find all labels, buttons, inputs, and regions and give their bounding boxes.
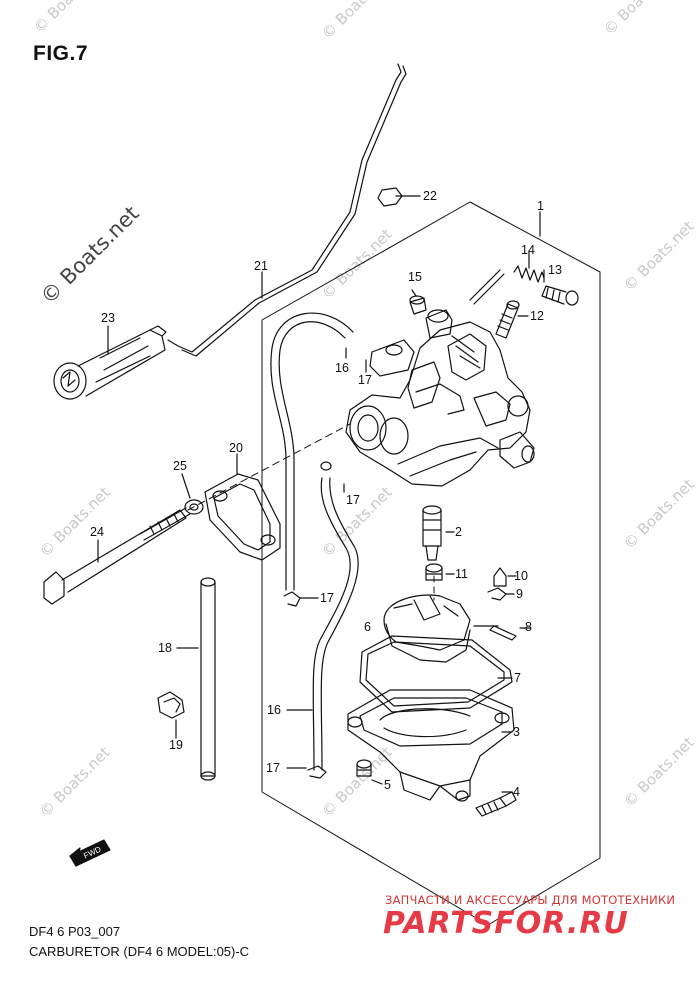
- part-label: 21: [254, 259, 268, 273]
- part-label: 1: [537, 199, 544, 213]
- figure-code: DF4 6 P03_007: [29, 924, 121, 939]
- part-label: 4: [513, 785, 520, 799]
- part-label: 13: [548, 263, 562, 277]
- part-label: 12: [530, 309, 544, 323]
- part-label: 2: [455, 525, 462, 539]
- figure-title: FIG.7: [33, 42, 89, 65]
- adjust-screw: [541, 285, 579, 306]
- chamber-screw: [356, 759, 372, 777]
- float-valve: [493, 567, 507, 587]
- carburetor-body: [345, 269, 535, 487]
- fuel-hose-upper: [278, 321, 346, 591]
- tube: [200, 577, 216, 781]
- float-pin: [489, 625, 517, 641]
- gasket: [204, 473, 281, 561]
- part-labels: 1 2 3 4 5 6 7 8 9 10 11 12 13 14 15 16 1…: [82, 189, 562, 861]
- spring: [513, 265, 545, 283]
- drain-screw: [475, 791, 517, 817]
- part-label: 17: [266, 761, 280, 775]
- float-chamber: [347, 689, 515, 802]
- float-chamber-gasket: [359, 635, 513, 713]
- choke-knob: [53, 325, 167, 400]
- part-label: 15: [408, 270, 422, 284]
- assembly-box: [261, 201, 601, 926]
- hose-clip: [157, 691, 185, 719]
- part-label: 16: [335, 361, 349, 375]
- part-label: 25: [173, 459, 187, 473]
- idle-screw: [495, 300, 520, 339]
- part-label: 24: [90, 525, 104, 539]
- part-label: 8: [525, 620, 532, 634]
- washer: [184, 499, 204, 515]
- main-jet: [422, 505, 442, 561]
- part-label: 18: [158, 641, 172, 655]
- fuel-hose-lower: [312, 477, 351, 771]
- promo-line: ЗАПЧАСТИ И АКСЕССУАРЫ ДЛЯ МОТОТЕХНИКИ: [385, 893, 676, 907]
- part-label: 7: [514, 671, 521, 685]
- choke-rod: [167, 63, 402, 353]
- part-label: 17: [346, 493, 360, 507]
- part-label: 14: [521, 243, 535, 257]
- part-label: 3: [513, 725, 520, 739]
- valve-clip: [487, 587, 507, 601]
- part-label: 23: [101, 311, 115, 325]
- figure-caption: CARBURETOR (DF4 6 MODEL:05)-C: [29, 944, 250, 959]
- plug: [409, 297, 427, 315]
- float: [383, 594, 471, 663]
- part-label: 9: [516, 587, 523, 601]
- part-label: 5: [384, 778, 391, 792]
- part-label: 11: [455, 567, 468, 581]
- part-label: 22: [423, 189, 437, 203]
- fwd-arrow-icon: [69, 839, 111, 867]
- part-label: 17: [358, 373, 372, 387]
- promo-brand[interactable]: PARTSFOR.RU: [383, 906, 629, 941]
- part-label: 10: [514, 569, 528, 583]
- part-label: 6: [364, 620, 371, 634]
- part-label: 19: [169, 738, 183, 752]
- part-label: 20: [229, 441, 243, 455]
- part-label: 17: [320, 591, 334, 605]
- part-label: 16: [267, 703, 281, 717]
- rod-clip: [377, 187, 403, 207]
- bolt: [43, 507, 191, 605]
